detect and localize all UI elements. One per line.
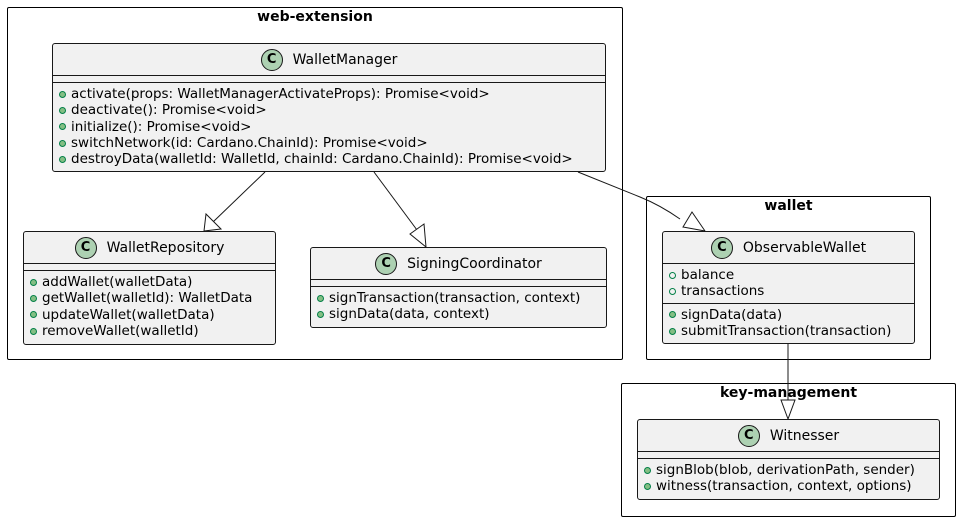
method-item: destroyData(walletId: WalletId, chainId:… bbox=[59, 151, 605, 167]
method-item: signData(data) bbox=[669, 307, 914, 323]
public-method-icon bbox=[59, 123, 66, 131]
edge-walletmanager-walletrepository bbox=[212, 171, 266, 223]
class-stereotype-badge: C bbox=[737, 424, 760, 447]
class-name: WalletManager bbox=[292, 51, 398, 68]
method-item: initialize(): Promise<void> bbox=[59, 119, 605, 135]
inheritance-arrowhead bbox=[682, 211, 707, 232]
class-stereotype-badge: C bbox=[710, 236, 733, 259]
package-web-extension: web-extension bbox=[7, 7, 623, 360]
method-item: getWallet(walletId): WalletData bbox=[30, 290, 275, 306]
class-wallet-manager[interactable]: C WalletManager activate(props: WalletMa… bbox=[52, 43, 606, 172]
class-name: WalletRepository bbox=[106, 239, 225, 256]
methods-section: signBlob(blob, derivationPath, sender) w… bbox=[638, 458, 939, 498]
method-item: switchNetwork(id: Cardano.ChainId): Prom… bbox=[59, 135, 605, 151]
inheritance-arrowhead bbox=[409, 223, 427, 249]
methods-section: addWallet(walletData) getWallet(walletId… bbox=[24, 270, 275, 342]
public-method-icon bbox=[644, 482, 651, 490]
methods-section: activate(props: WalletManagerActivatePro… bbox=[53, 82, 605, 170]
class-stereotype-badge: C bbox=[375, 252, 398, 275]
public-method-icon bbox=[30, 278, 37, 286]
method-item: updateWallet(walletData) bbox=[30, 307, 275, 323]
public-method-icon bbox=[30, 327, 37, 335]
method-item: deactivate(): Promise<void> bbox=[59, 102, 605, 118]
fields-section bbox=[311, 279, 606, 286]
fields-section bbox=[638, 451, 939, 458]
class-witnesser[interactable]: C Witnesser signBlob(blob, derivationPat… bbox=[637, 419, 940, 500]
class-header: C SigningCoordinator bbox=[311, 248, 606, 279]
public-method-icon bbox=[59, 90, 66, 98]
method-item: removeWallet(walletId) bbox=[30, 323, 275, 339]
public-field-icon bbox=[669, 271, 676, 279]
fields-section bbox=[24, 263, 275, 270]
field-item: transactions bbox=[669, 283, 914, 299]
package-title: wallet bbox=[764, 198, 813, 214]
public-field-icon bbox=[669, 287, 676, 295]
method-item: witness(transaction, context, options) bbox=[644, 478, 939, 494]
inheritance-arrowhead bbox=[203, 212, 223, 232]
class-stereotype-badge: C bbox=[74, 236, 97, 259]
public-method-icon bbox=[669, 311, 676, 319]
method-item: submitTransaction(transaction) bbox=[669, 323, 914, 339]
public-method-icon bbox=[317, 310, 324, 318]
public-method-icon bbox=[669, 327, 676, 335]
class-stereotype-badge: C bbox=[260, 48, 283, 71]
public-method-icon bbox=[30, 311, 37, 319]
public-method-icon bbox=[59, 139, 66, 147]
class-signing-coordinator[interactable]: C SigningCoordinator signTransaction(tra… bbox=[310, 247, 607, 328]
method-item: signBlob(blob, derivationPath, sender) bbox=[644, 462, 939, 478]
class-name: Witnesser bbox=[769, 427, 840, 444]
edge-walletmanager-observablewallet bbox=[577, 171, 681, 220]
method-item: activate(props: WalletManagerActivatePro… bbox=[59, 86, 605, 102]
inheritance-arrowhead bbox=[780, 399, 796, 421]
method-item: signData(data, context) bbox=[317, 306, 606, 322]
public-method-icon bbox=[317, 294, 324, 302]
fields-section: balance transactions bbox=[663, 263, 914, 303]
class-name: ObservableWallet bbox=[742, 239, 867, 256]
class-header: C WalletManager bbox=[53, 44, 605, 75]
methods-section: signTransaction(transaction, context) si… bbox=[311, 286, 606, 326]
method-item: addWallet(walletData) bbox=[30, 274, 275, 290]
class-header: C Witnesser bbox=[638, 420, 939, 451]
method-item: signTransaction(transaction, context) bbox=[317, 290, 606, 306]
class-header: C ObservableWallet bbox=[663, 232, 914, 263]
class-wallet-repository[interactable]: C WalletRepository addWallet(walletData)… bbox=[23, 231, 276, 345]
field-item: balance bbox=[669, 267, 914, 283]
class-observable-wallet[interactable]: C ObservableWallet balance transactions … bbox=[662, 231, 915, 344]
class-name: SigningCoordinator bbox=[407, 255, 542, 272]
class-header: C WalletRepository bbox=[24, 232, 275, 263]
public-method-icon bbox=[644, 466, 651, 474]
edge-walletmanager-signingcoordinator bbox=[373, 171, 418, 231]
fields-section bbox=[53, 75, 605, 82]
methods-section: signData(data) submitTransaction(transac… bbox=[663, 302, 914, 343]
public-method-icon bbox=[59, 106, 66, 114]
public-method-icon bbox=[30, 294, 37, 302]
public-method-icon bbox=[59, 155, 66, 163]
package-title: web-extension bbox=[257, 9, 373, 25]
